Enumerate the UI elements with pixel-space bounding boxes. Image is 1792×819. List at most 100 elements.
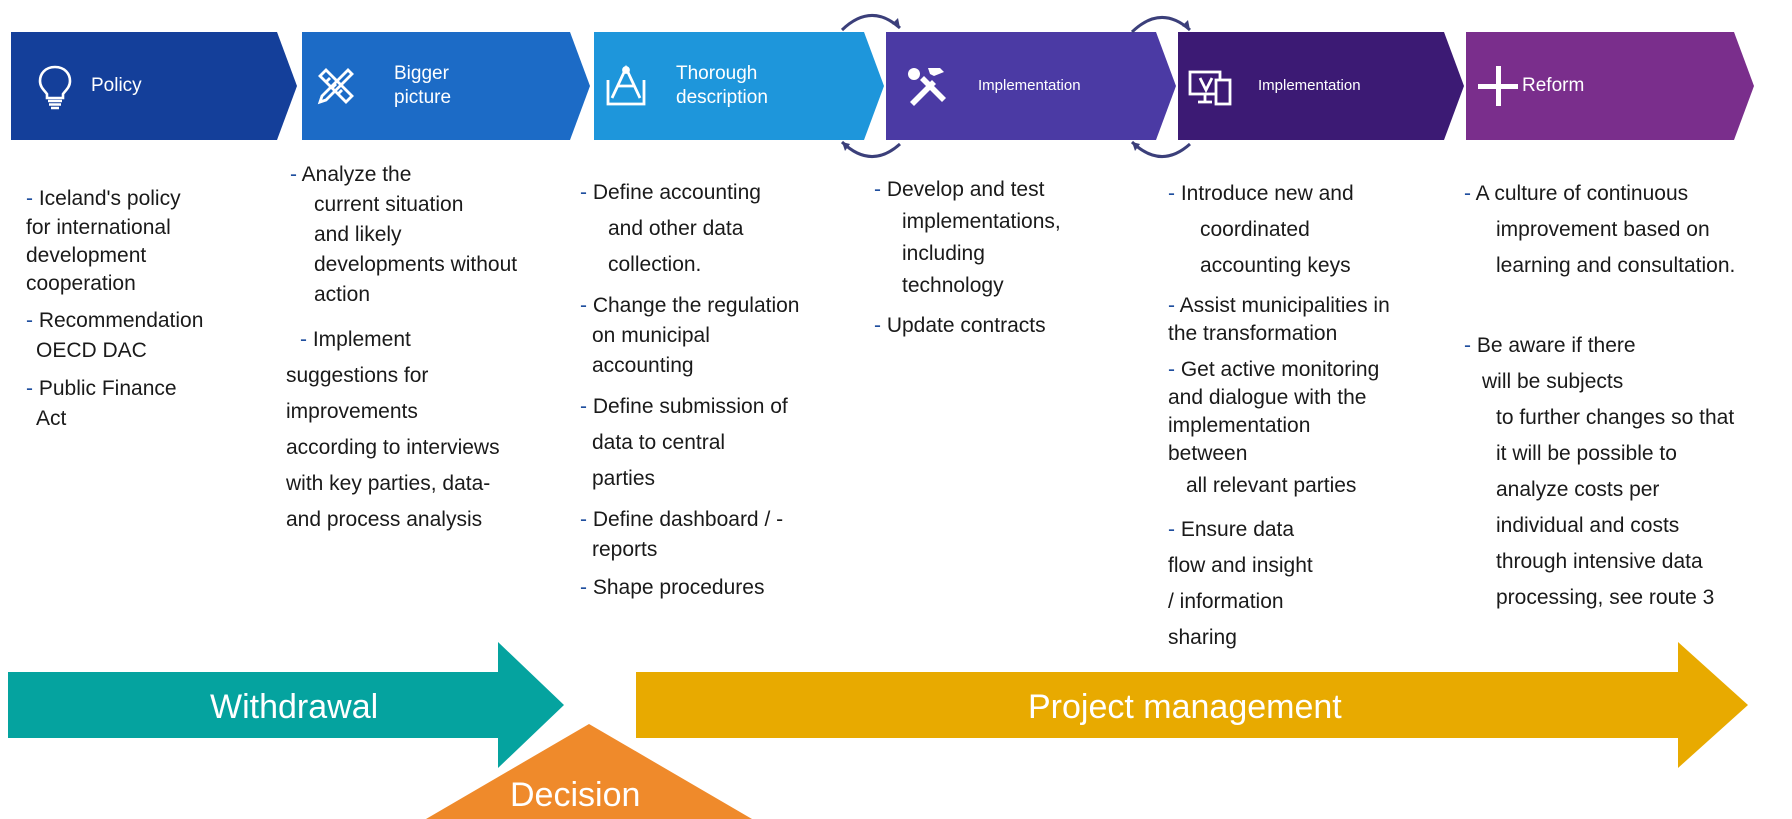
bullet-line: between <box>1168 440 1458 468</box>
bullet-line: coordinated <box>1168 212 1458 248</box>
bullet-text: Assist municipalities in <box>1179 294 1390 317</box>
bullet-line: reports <box>580 535 870 565</box>
bullet-item: - Assist municipalities in the transforma… <box>1168 292 1458 348</box>
plus-icon <box>1474 62 1522 110</box>
bullet-text: and process analysis <box>286 508 483 531</box>
bullet-line: it will be possible to <box>1464 436 1782 472</box>
bullet-text: accounting keys <box>1200 254 1351 277</box>
cycle-arrow-icon <box>840 14 902 32</box>
bullet-text: including <box>902 242 985 265</box>
bullet-text: Shape procedures <box>592 576 765 599</box>
bullet-line: and other data <box>580 211 870 247</box>
bullet-line: for international <box>26 214 256 242</box>
step-thorough-description: Thorough description <box>594 32 884 140</box>
bullet-line: - Define submission of <box>580 389 870 425</box>
step-label: Thorough description <box>676 62 768 110</box>
drafting-compass-icon <box>602 62 650 110</box>
step-label: Implementation <box>978 77 1081 94</box>
bullet-line: - Change the regulation <box>580 291 870 321</box>
bullet-line: sharing <box>1168 620 1458 656</box>
bullet-text: developments without <box>314 253 518 276</box>
bullet-line: and process analysis <box>286 502 576 538</box>
bullet-line: accounting <box>580 351 870 381</box>
bullet-line: implementations, <box>874 206 1154 238</box>
bullet-line: and likely <box>286 220 576 250</box>
bullet-dash: - <box>580 576 593 599</box>
step-implementation-2: Implementation <box>1178 32 1464 140</box>
bullet-line: - Define dashboard / - <box>580 505 870 535</box>
withdrawal-arrow <box>8 642 564 768</box>
bullet-text: on municipal <box>592 324 710 347</box>
bullet-text: sharing <box>1168 626 1237 649</box>
bullet-line: - Iceland's policy <box>26 184 256 214</box>
step-label: Bigger picture <box>394 62 451 110</box>
bullet-text: processing, see route 3 <box>1496 586 1715 609</box>
bullet-text: implementations, <box>902 210 1061 233</box>
bullet-dash: - <box>26 187 39 210</box>
step-label: Policy <box>91 75 142 96</box>
bullet-line: improvements <box>286 394 576 430</box>
bullet-line: individual and costs <box>1464 508 1782 544</box>
bullet-item: - Change the regulation on municipal accou… <box>580 291 870 381</box>
bullet-dash: - <box>1168 294 1180 317</box>
bullet-dash: - <box>300 328 313 351</box>
bullet-text: OECD DAC <box>36 339 147 362</box>
decision-triangle <box>426 724 752 819</box>
bullet-text: suggestions for <box>286 364 429 387</box>
bullet-line: implementation <box>1168 412 1458 440</box>
bullet-text: for international <box>26 216 171 239</box>
bullet-line: and dialogue with the <box>1168 384 1458 412</box>
bullet-text: Be aware if there <box>1476 334 1636 357</box>
bullet-line: / information <box>1168 584 1458 620</box>
bullet-line: cooperation <box>26 270 256 298</box>
bullet-dash: - <box>580 508 593 531</box>
decision-label: Decision <box>510 776 641 814</box>
cycle-arrow-icon <box>1130 140 1192 158</box>
bullet-text: Ensure data <box>1180 518 1295 541</box>
bullet-text: to further changes so that <box>1496 406 1735 429</box>
bullet-line: accounting keys <box>1168 248 1458 284</box>
bullet-text: the transformation <box>1168 322 1338 345</box>
bullet-text: with key parties, data- <box>286 472 491 495</box>
step-label-line: picture <box>394 87 452 108</box>
bullet-text: technology <box>902 274 1004 297</box>
bullet-line: - Recommendation <box>26 306 256 336</box>
bullet-text: and likely <box>314 223 402 246</box>
bullet-text: current situation <box>314 193 464 216</box>
bullet-text: Update contracts <box>886 314 1046 337</box>
bullet-line: the transformation <box>1168 320 1458 348</box>
bullet-text: implementation <box>1168 414 1311 437</box>
bullet-text: improvements <box>286 400 418 423</box>
bullet-line: data to central <box>580 425 870 461</box>
step-reform: Reform <box>1466 32 1754 140</box>
bullet-text: A culture of continuous <box>1475 182 1689 205</box>
bullet-text: data to central <box>592 431 726 454</box>
bullet-line: technology <box>874 270 1154 302</box>
bullet-text: Introduce new and <box>1180 182 1354 205</box>
bullet-line: OECD DAC <box>26 336 256 366</box>
bullet-dash: - <box>26 377 39 400</box>
bullet-text: Define dashboard / - <box>592 508 784 531</box>
step-label-line: description <box>676 87 768 108</box>
bullet-dash: - <box>874 178 887 201</box>
bullet-dash: - <box>1168 358 1181 381</box>
bullet-line: - A culture of continuous <box>1464 176 1782 212</box>
bullet-text: Act <box>36 407 67 430</box>
bullet-text: according to interviews <box>286 436 500 459</box>
bullet-text: reports <box>592 538 658 561</box>
bullet-line: - Define accounting <box>580 175 870 211</box>
bullet-text: collection. <box>608 253 702 276</box>
bullet-text: Define submission of <box>592 395 788 418</box>
step-bigger-picture: Bigger picture <box>302 32 590 140</box>
